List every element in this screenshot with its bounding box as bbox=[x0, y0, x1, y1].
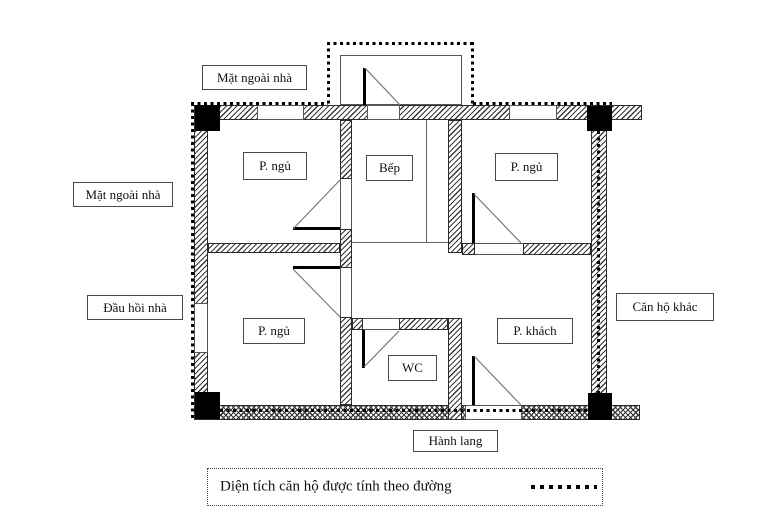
entrance-door-leaf bbox=[472, 356, 475, 405]
entrance-door-swing bbox=[473, 355, 522, 406]
legend-box: Diện tích căn hộ được tính theo đường bbox=[207, 468, 603, 506]
label-kitchen: Bếp bbox=[366, 155, 413, 181]
balcony-door-leaf bbox=[363, 68, 366, 105]
boundary-dotted-left bbox=[191, 103, 194, 419]
label-bedroom-top-right: P. ngủ bbox=[495, 153, 558, 181]
bedroom-bottom-left-door-swing bbox=[292, 268, 341, 318]
left-wall bbox=[194, 105, 208, 420]
center-wall-middle bbox=[340, 229, 352, 268]
wc-top-wall-right bbox=[399, 318, 448, 330]
wc-top-wall-left bbox=[352, 318, 363, 330]
boundary-dotted-right bbox=[597, 105, 600, 412]
column-bottom-left bbox=[195, 392, 220, 419]
label-facade-left: Mặt ngoài nhà bbox=[73, 182, 173, 207]
bottom-wall-corridor bbox=[194, 405, 640, 420]
label-adjacent-apartment: Căn hộ khác bbox=[616, 293, 714, 321]
entrance-door-opening bbox=[465, 405, 522, 420]
balcony-door-opening bbox=[367, 105, 400, 120]
label-bedroom-bottom-left: P. ngủ bbox=[243, 318, 305, 344]
boundary-dotted-balcony-left bbox=[327, 42, 330, 105]
door-opening-bedroom-top-left bbox=[340, 179, 352, 229]
bedroom-living-wall-left bbox=[462, 243, 475, 255]
boundary-dotted-balcony-right bbox=[471, 42, 474, 105]
label-wc: WC bbox=[388, 355, 437, 381]
door-opening-bedroom-bottom-left bbox=[340, 268, 352, 317]
door-opening-wc bbox=[363, 318, 399, 330]
label-corridor: Hành lang bbox=[413, 430, 498, 452]
bedroom-top-left-door-leaf bbox=[293, 227, 340, 230]
column-top-left bbox=[195, 105, 220, 131]
column-top-right bbox=[587, 106, 612, 131]
boundary-dotted-bottom bbox=[194, 409, 600, 412]
label-bedroom-top-left: P. ngủ bbox=[243, 152, 307, 180]
balcony-outline bbox=[340, 55, 462, 105]
bedroom-living-wall-right bbox=[523, 243, 591, 255]
legend-text: Diện tích căn hộ được tính theo đường bbox=[220, 478, 452, 495]
window-top-right-bedroom bbox=[509, 105, 557, 120]
bedroom-top-left-door-swing bbox=[292, 179, 341, 230]
bedroom-bottom-left-door-leaf bbox=[293, 266, 340, 269]
kitchen-boundary-line-horizontal bbox=[352, 242, 448, 243]
column-bottom-right bbox=[588, 393, 612, 420]
kitchen-bedroom-wall bbox=[448, 120, 462, 253]
center-wall-lower bbox=[340, 317, 352, 405]
label-living-room: P. khách bbox=[497, 318, 573, 344]
label-facade-top: Mặt ngoài nhà bbox=[202, 65, 307, 90]
boundary-dotted-balcony-top bbox=[327, 42, 474, 45]
center-wall-upper bbox=[340, 120, 352, 179]
wc-door-leaf bbox=[362, 330, 365, 368]
window-left-bedroom bbox=[194, 303, 208, 353]
dotted-line-sample-icon bbox=[531, 485, 597, 489]
boundary-dotted-top-right bbox=[473, 102, 612, 105]
bedroom-top-right-door-swing bbox=[473, 193, 522, 244]
left-bedrooms-divider-wall bbox=[208, 243, 340, 253]
wc-right-wall bbox=[448, 318, 462, 420]
bedroom-top-right-door-leaf bbox=[472, 193, 475, 243]
boundary-dotted-top-left bbox=[191, 102, 328, 105]
label-gable-end: Đầu hồi nhà bbox=[87, 295, 183, 320]
window-top-left-bedroom bbox=[257, 105, 304, 120]
kitchen-boundary-line-vertical bbox=[426, 120, 427, 243]
door-opening-bedroom-top-right bbox=[475, 243, 523, 255]
